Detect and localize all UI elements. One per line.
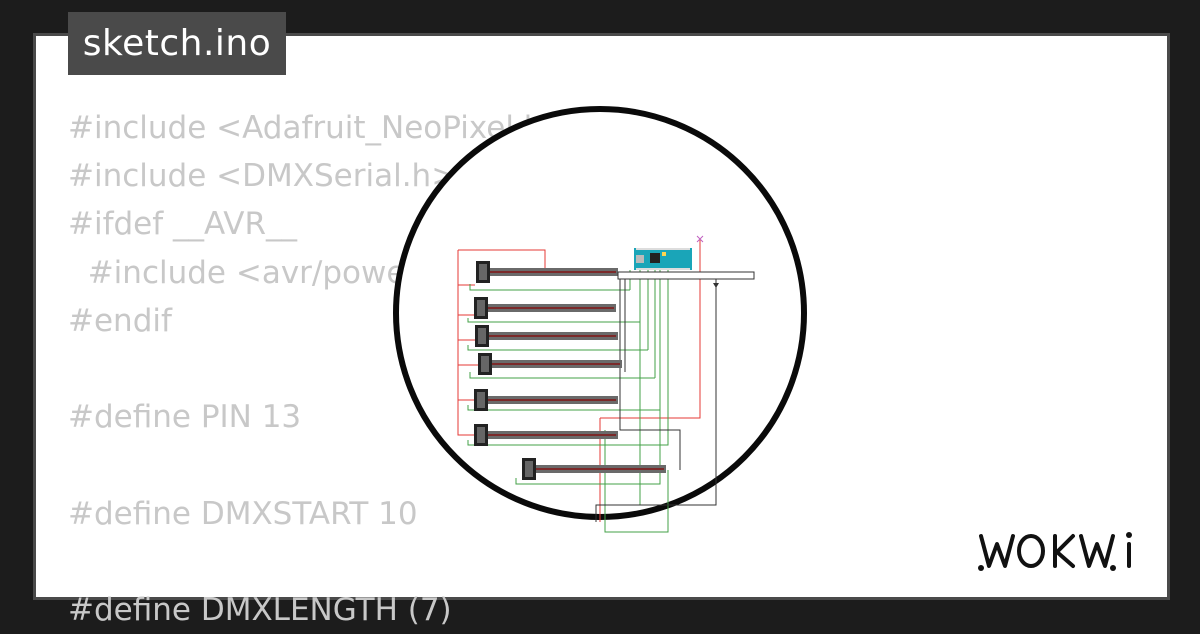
code-line: #include <DMXSerial.h>	[68, 158, 458, 195]
code-line: #endif	[68, 302, 172, 339]
code-line	[68, 538, 569, 586]
slider-6	[474, 424, 618, 446]
wire-tip-icon	[696, 235, 704, 243]
file-tab-title: sketch.ino	[82, 23, 272, 64]
wokwi-logo-icon	[978, 532, 1132, 571]
wokwi-logo	[975, 526, 1151, 580]
green-wires	[467, 270, 669, 533]
red-wires	[457, 240, 701, 522]
neopixel-strip	[617, 271, 755, 288]
arduino-board	[634, 248, 692, 270]
circuit-preview	[393, 106, 807, 533]
slider-4	[478, 353, 622, 375]
slider-5	[474, 389, 618, 411]
file-tab: sketch.ino	[68, 12, 286, 75]
code-line: #define DMXLENGTH (7)	[68, 591, 452, 628]
code-line: #define PIN 13	[68, 399, 302, 436]
slider-2	[474, 297, 616, 319]
slider-7	[522, 458, 666, 480]
code-line: #ifdef __AVR__	[68, 206, 297, 243]
circuit-diagram	[457, 235, 755, 533]
slider-1	[476, 261, 618, 283]
code-line: #define DMXSTART 10	[68, 495, 418, 532]
slider-3	[475, 325, 618, 347]
